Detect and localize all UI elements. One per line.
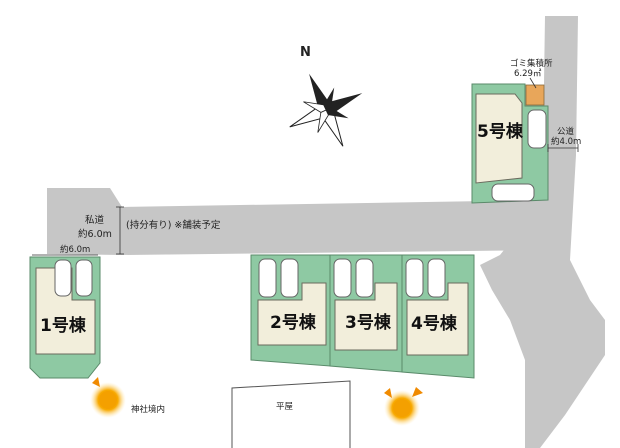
sun-icon — [90, 377, 126, 418]
lot-2 — [250, 254, 331, 367]
public-road-name: 公道 — [557, 127, 575, 137]
lot-1-frontage: 約6.0m — [60, 245, 91, 255]
car-icon — [280, 258, 299, 298]
lot-5-label: 5号棟 — [477, 122, 523, 142]
private-road-width: 約6.0m — [78, 229, 112, 240]
one-story-house-label: 平屋 — [276, 402, 294, 412]
north-label: N — [300, 45, 311, 60]
car-icon — [258, 258, 277, 298]
lot-2-label: 2号棟 — [270, 313, 316, 333]
lot-1-label: 1号棟 — [40, 316, 86, 336]
lot-4 — [401, 254, 475, 379]
lot-4-label: 4号棟 — [411, 314, 457, 334]
lot-3-label: 3号棟 — [345, 313, 391, 333]
private-road-name: 私道 — [85, 215, 105, 226]
car-icon — [427, 258, 446, 298]
car-icon — [355, 258, 374, 298]
car-icon — [75, 259, 93, 297]
compass-icon — [289, 73, 363, 147]
car-icon — [491, 183, 535, 202]
public-road-width: 約4.0m — [551, 137, 582, 147]
dimension-lines — [32, 77, 579, 256]
car-icon — [527, 109, 547, 149]
lot-5 — [471, 83, 549, 204]
garbage-area — [525, 84, 545, 106]
car-icon — [405, 258, 424, 298]
garbage-area-name: ゴミ集積所 — [510, 59, 553, 69]
one-story-house — [231, 380, 351, 448]
car-icon — [54, 259, 72, 297]
sun-icon — [384, 387, 423, 426]
private-road-note: (持分有り) ※舗装予定 — [126, 220, 221, 231]
car-icon — [333, 258, 352, 298]
garbage-area-size: 6.29㎡ — [514, 69, 542, 79]
private-road — [47, 188, 548, 255]
shrine-label: 神社境内 — [131, 405, 166, 415]
lot-1 — [29, 256, 101, 379]
